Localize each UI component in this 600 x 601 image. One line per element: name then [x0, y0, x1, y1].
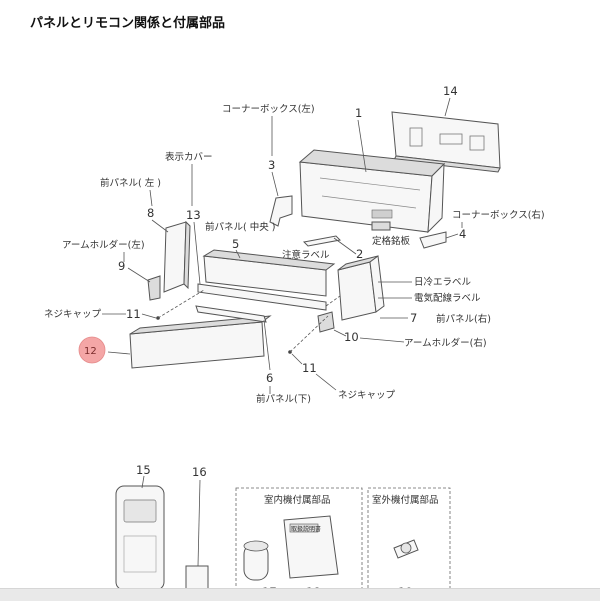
assembly-dash-mid	[325, 295, 341, 307]
part-13-number: 13	[186, 208, 201, 222]
part-14-mounting-plate[interactable]	[391, 97, 501, 173]
part-5-front-panel-center[interactable]	[202, 249, 336, 297]
part-2-number: 2	[356, 247, 363, 261]
outdoor-box-title: 室外機付属部品	[372, 494, 439, 506]
part-6-front-panel-lower[interactable]	[195, 305, 271, 371]
part-9-arm-holder-left[interactable]	[127, 267, 161, 301]
manual-cover-text: 取扱説明書	[291, 525, 321, 533]
part-10-label: アームホルダー(右)	[404, 337, 487, 349]
part-9-label: アームホルダー(左)	[62, 239, 145, 251]
part-12-front-panel[interactable]	[107, 315, 272, 369]
part-12-number: 12	[84, 346, 97, 357]
part-11b-label: ネジキャップ	[338, 390, 396, 401]
part-11b-number: 11	[302, 361, 317, 375]
part-4-number: 4	[459, 227, 466, 241]
part-10-arm-holder-right[interactable]	[317, 311, 405, 343]
part-11a-label: ネジキャップ	[44, 309, 102, 320]
part-10-number: 10	[344, 330, 359, 344]
part-12-highlight-badge[interactable]	[78, 336, 106, 364]
part-7-label: 前パネル(右)	[436, 313, 491, 325]
part-4-corner-box-right[interactable]	[419, 231, 459, 249]
part-1-number: 1	[355, 106, 362, 120]
part-11a-number: 11	[126, 307, 141, 321]
part-19-drain-fitting[interactable]	[393, 539, 419, 559]
part-6-number: 6	[266, 371, 273, 385]
part-5-label: 前パネル( 中央 )	[205, 221, 275, 233]
part-15-number: 15	[136, 463, 151, 477]
bottom-scroll-bar[interactable]	[0, 588, 600, 601]
nichirei-label-text: 日冷エラベル	[414, 276, 472, 288]
part-15-remote-control[interactable]	[115, 475, 165, 591]
part-16-number: 16	[192, 465, 207, 479]
wiring-label-text: 電気配線ラベル	[414, 292, 481, 304]
indoor-box-title: 室内機付属部品	[264, 494, 331, 506]
part-13-display-cover[interactable]	[193, 221, 327, 311]
part-8-front-panel-left[interactable]	[151, 219, 191, 293]
part-7-front-panel-right[interactable]	[337, 255, 412, 321]
part-6-label: 前パネル(下)	[256, 393, 311, 405]
part-2-labels[interactable]	[302, 221, 391, 255]
part-9-number: 9	[118, 259, 125, 273]
part-4-label: コーナーボックス(右)	[452, 209, 545, 221]
part-14-number: 14	[443, 84, 458, 98]
rating-plate-text: 定格銘板	[372, 235, 411, 247]
part-3-number: 3	[268, 158, 275, 172]
assembly-dash-left	[157, 289, 205, 319]
part-8-label: 前パネル( 左 )	[100, 177, 161, 189]
part-17-battery[interactable]	[243, 540, 269, 581]
part-16-remote-holder[interactable]	[185, 479, 209, 591]
part-3-corner-box-left[interactable]	[269, 171, 293, 227]
assembly-dash-right	[289, 315, 329, 353]
part-7-number: 7	[410, 311, 417, 325]
part-8-number: 8	[147, 206, 154, 220]
caution-label-text: 注意ラベル	[282, 249, 330, 261]
part-3-label: コーナーボックス(左)	[222, 103, 315, 115]
part-1-chassis[interactable]	[298, 119, 446, 234]
part-13-label: 表示カバー	[165, 151, 213, 163]
part-18-manual[interactable]	[283, 515, 339, 579]
part-5-number: 5	[232, 237, 239, 251]
page-title: パネルとリモコン関係と付属部品	[30, 16, 226, 31]
